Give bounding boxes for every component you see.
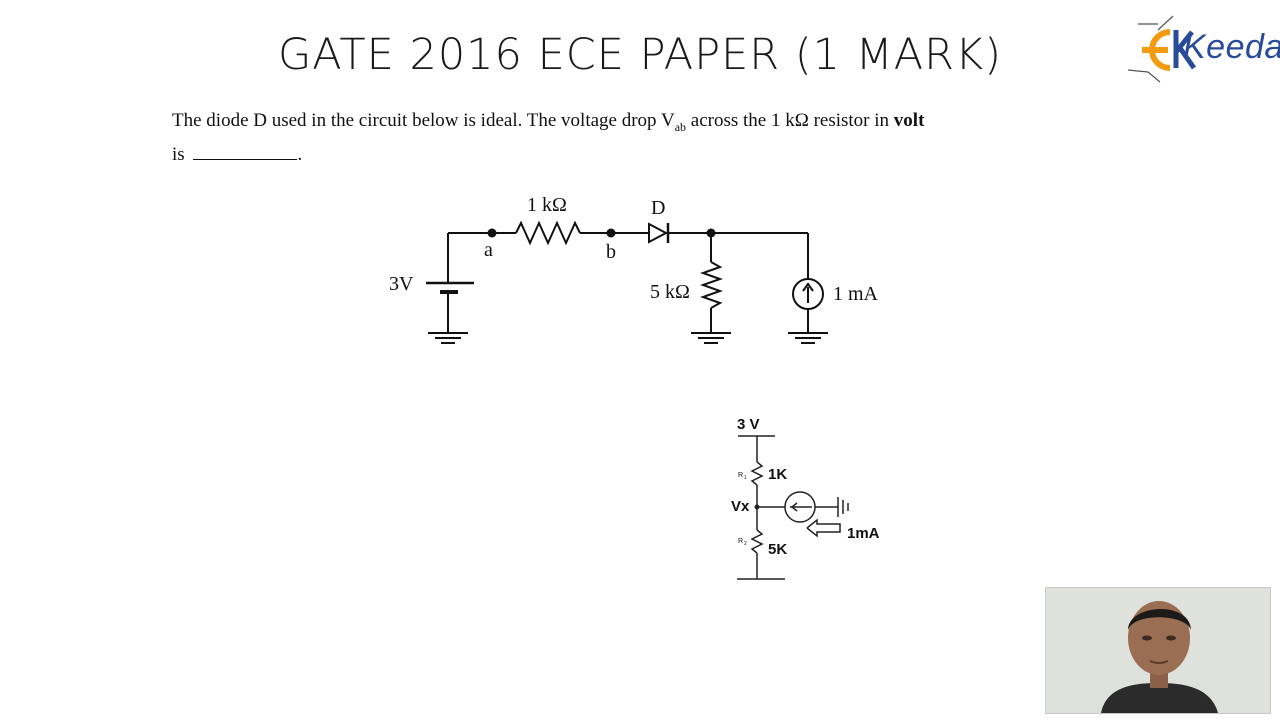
vx-node-dot [754, 504, 760, 510]
sketch-node-label: Vx [731, 498, 750, 515]
presenter-webcam [1045, 587, 1271, 714]
question-line2-start: is [172, 143, 185, 165]
sketch-r1-index: 1 [744, 475, 747, 481]
resistor2-label: 5 kΩ [650, 281, 690, 303]
node-a-label: a [484, 239, 493, 261]
resistor1-label: 1 kΩ [527, 194, 567, 216]
sketch-current-label: 1mA [847, 525, 880, 542]
node-b-label: b [606, 241, 616, 263]
question-part2: across the 1 kΩ resistor in [686, 110, 894, 131]
junction-dot [706, 228, 716, 238]
sketch-r2-value: 5K [768, 541, 787, 558]
question-text: The diode D used in the circuit below is… [172, 107, 1112, 168]
source-label: 3V [389, 273, 414, 295]
presenter-video-icon [1046, 588, 1270, 713]
question-line2-end: . [297, 143, 303, 165]
sketch-r2-tag: R [738, 538, 743, 545]
sketch-supply-label: 3 V [737, 416, 760, 433]
question-bold-word: volt [893, 110, 925, 131]
answer-blank [193, 145, 298, 160]
sketch-r2-index: 2 [744, 541, 747, 547]
question-subscript: ab [674, 119, 687, 134]
slide-title: GATE 2016 ECE PAPER (1 MARK) [277, 30, 1003, 80]
logo-mark-icon [1127, 15, 1197, 83]
node-b-dot [606, 228, 616, 238]
sketch-r1-tag: R [738, 472, 743, 479]
question-part1: The diode D used in the circuit below is… [172, 110, 675, 131]
node-a-dot [487, 228, 497, 238]
logo-text: Keeda [1183, 28, 1280, 66]
sketch-r1-value: 1K [768, 466, 787, 483]
current-source-label: 1 mA [833, 283, 879, 305]
diode-label: D [651, 197, 665, 219]
